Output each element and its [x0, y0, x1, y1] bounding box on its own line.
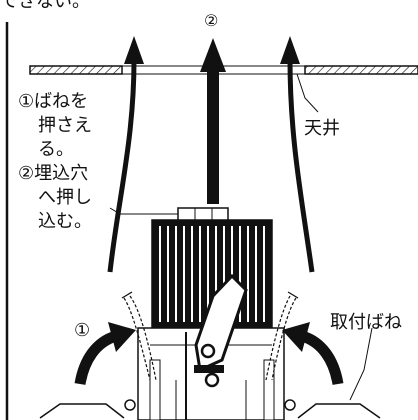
right-path-arrow	[280, 36, 315, 273]
spring-leader	[349, 327, 373, 401]
right-spring	[265, 291, 299, 381]
bracket	[185, 273, 248, 420]
left-spring	[121, 291, 157, 381]
note-line-2: 押さえ	[38, 115, 92, 136]
marker-top: ②	[204, 11, 219, 30]
note-line-4: ②埋込穴	[18, 163, 89, 184]
left-push-arrow	[74, 322, 136, 386]
top-text: できない。	[0, 0, 90, 12]
note-line-3: る。	[38, 139, 74, 160]
note-line-6: 込む。	[38, 211, 92, 232]
left-path-arrow	[107, 36, 144, 273]
note-line-1: ①ばねを	[18, 91, 89, 112]
spring-handles	[39, 399, 381, 419]
right-push-arrow	[282, 322, 344, 386]
note-line-5: へ押し	[38, 187, 92, 208]
center-arrow	[200, 38, 226, 204]
ceiling-leader	[296, 73, 319, 113]
marker-left: ①	[74, 320, 91, 341]
note-leader	[109, 207, 178, 215]
ceiling-label: 天井	[304, 118, 340, 139]
mounting-spring-label: 取付ばね	[330, 312, 402, 333]
